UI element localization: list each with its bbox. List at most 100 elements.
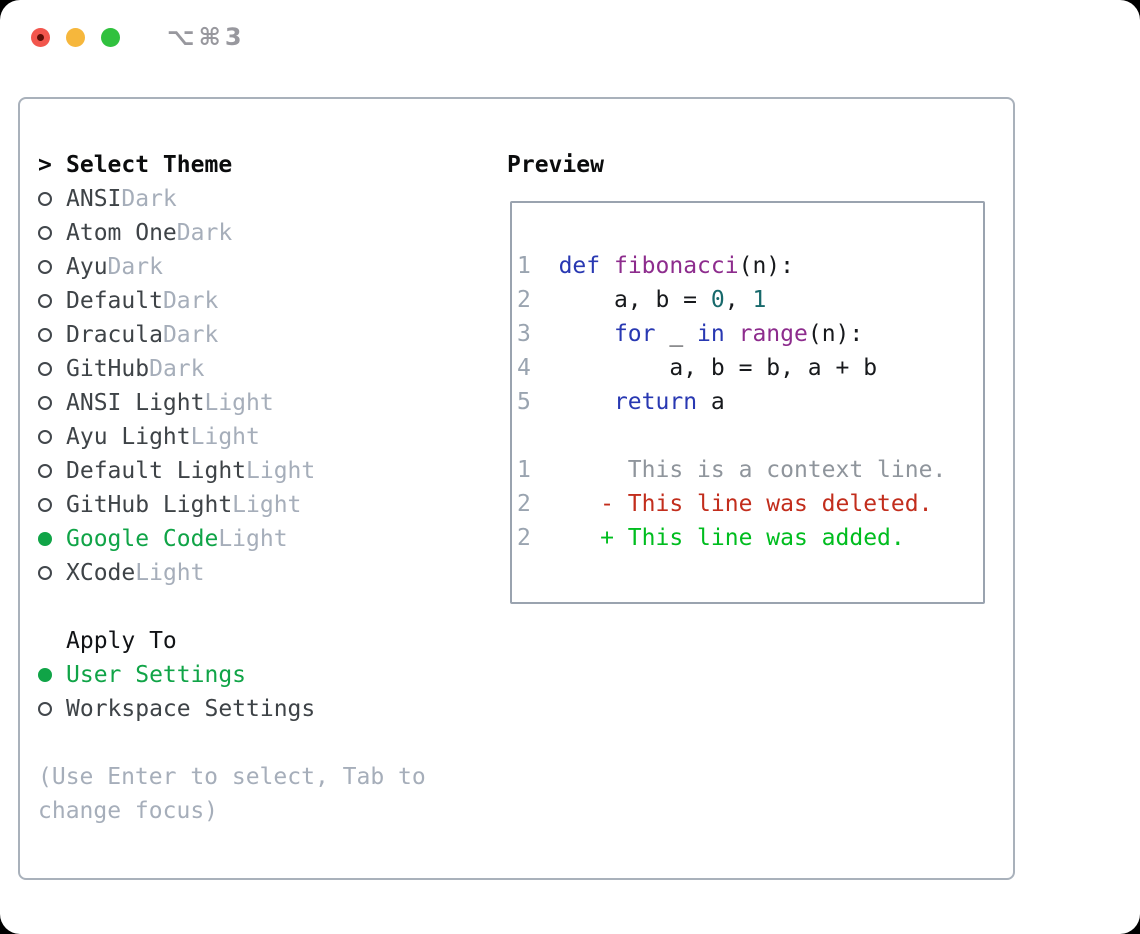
code-segment-plain: a, b = — [530, 287, 711, 313]
option-label: Ayu Light — [66, 424, 191, 450]
code-segment-lineno: 1 — [517, 457, 531, 483]
help-text-line1: (Use Enter to select, Tab to — [38, 760, 426, 794]
code-segment-plain — [531, 525, 600, 551]
code-segment-plain — [531, 389, 614, 415]
theme-list-title: Select Theme — [66, 152, 233, 178]
option-variant-label: Dark — [121, 186, 177, 212]
preview-line: 2 + This line was added. — [517, 521, 977, 555]
code-segment-plain — [531, 491, 600, 517]
theme-option-ayu-dark[interactable]: Ayu Dark — [38, 250, 426, 284]
theme-list-header: > Select Theme — [38, 148, 426, 182]
minimize-button[interactable] — [66, 28, 85, 47]
close-dot-icon — [37, 34, 44, 41]
option-label: XCode — [66, 560, 136, 586]
theme-option-google-code-light[interactable]: Google Code Light — [38, 522, 426, 556]
help-text-line2: change focus) — [38, 794, 426, 828]
option-variant-label: Light — [190, 424, 260, 450]
preview-line: 2 a, b = 0, 1 — [517, 283, 977, 317]
option-variant-label: Light — [232, 492, 302, 518]
radio-unselected-icon — [38, 294, 52, 308]
spacer-row — [38, 590, 426, 624]
code-segment-keyword: for — [613, 321, 656, 347]
apply-option-user-settings[interactable]: User Settings — [38, 658, 426, 692]
spacer-row — [38, 726, 426, 760]
code-segment-keyword: in — [697, 321, 725, 347]
help-text: (Use Enter to select, Tab to — [38, 764, 426, 790]
code-segment-plain: , — [724, 287, 753, 313]
option-label: Default — [66, 288, 163, 314]
preview-line: 4 a, b = b, a + b — [517, 351, 977, 385]
close-button[interactable] — [31, 28, 50, 47]
option-variant-label: Dark — [107, 254, 163, 280]
option-label: Atom One — [66, 220, 177, 246]
option-label: GitHub Light — [66, 492, 233, 518]
radio-selected-icon — [38, 532, 52, 546]
option-variant-label: Light — [246, 458, 316, 484]
theme-option-github-light-light[interactable]: GitHub Light Light — [38, 488, 426, 522]
theme-option-github-dark[interactable]: GitHub Dark — [38, 352, 426, 386]
option-variant-label: Dark — [149, 356, 205, 382]
theme-option-ansi-light-light[interactable]: ANSI Light Light — [38, 386, 426, 420]
option-label: Default Light — [66, 458, 247, 484]
apply-to-header: Apply To — [38, 624, 426, 658]
code-segment-lineno: 1 — [517, 253, 531, 279]
radio-unselected-icon — [38, 702, 52, 716]
radio-unselected-icon — [38, 464, 52, 478]
preview-blank-line — [517, 419, 977, 453]
option-variant-label: Dark — [162, 322, 219, 348]
option-label: ANSI — [66, 186, 122, 212]
preview-line: 1 def fibonacci(n): — [517, 249, 977, 283]
code-segment-plain — [600, 253, 614, 279]
radio-selected-icon — [38, 668, 52, 682]
theme-option-xcode-light[interactable]: XCode Light — [38, 556, 426, 590]
radio-unselected-icon — [38, 430, 52, 444]
option-label: ANSI Light — [66, 390, 205, 416]
radio-unselected-icon — [38, 498, 52, 512]
option-label: Ayu — [66, 254, 108, 280]
help-text: change focus) — [38, 798, 219, 824]
preview-line: 1 This is a context line. — [517, 453, 977, 487]
code-segment-lineno: 2 — [517, 287, 531, 313]
code-segment-plain: (n): — [738, 253, 794, 279]
code-segment-context: This is a context line. — [530, 457, 947, 483]
option-label: Google Code — [66, 526, 219, 552]
option-variant-label: Dark — [176, 220, 233, 246]
code-segment-function: range — [738, 321, 808, 347]
theme-option-ansi-dark[interactable]: ANSI Dark — [38, 182, 426, 216]
code-segment-plain: _ — [655, 321, 698, 347]
code-segment-lineno: 5 — [517, 389, 531, 415]
radio-unselected-icon — [38, 396, 52, 410]
apply-option-workspace-settings[interactable]: Workspace Settings — [38, 692, 426, 726]
zoom-button[interactable] — [101, 28, 120, 47]
preview-line: 5 return a — [517, 385, 977, 419]
code-segment-lineno: 4 — [517, 355, 531, 381]
code-segment-plain — [531, 253, 559, 279]
code-segment-function: fibonacci — [613, 253, 739, 279]
theme-option-default-light-light[interactable]: Default Light Light — [38, 454, 426, 488]
radio-unselected-icon — [38, 566, 52, 580]
theme-option-atom-one-dark[interactable]: Atom One Dark — [38, 216, 426, 250]
option-variant-label: Dark — [162, 288, 219, 314]
option-label: Workspace Settings — [66, 696, 316, 722]
radio-unselected-icon — [38, 192, 52, 206]
theme-option-default-dark[interactable]: Default Dark — [38, 284, 426, 318]
theme-option-dracula-dark[interactable]: Dracula Dark — [38, 318, 426, 352]
focus-cursor-icon: > — [38, 152, 52, 178]
radio-unselected-icon — [38, 328, 52, 342]
code-segment-plain: a — [697, 389, 725, 415]
theme-option-ayu-light-light[interactable]: Ayu Light Light — [38, 420, 426, 454]
code-segment-deleted: - This line was deleted. — [600, 491, 933, 517]
preview-title: Preview — [507, 152, 604, 178]
radio-unselected-icon — [38, 226, 52, 240]
preview-line: 2 - This line was deleted. — [517, 487, 977, 521]
option-variant-label: Light — [204, 390, 274, 416]
code-segment-plain: a, b = b, a + b — [530, 355, 878, 381]
preview-pane: Preview 1 def fibonacci(n):2 a, b = 0, 1… — [507, 148, 985, 604]
code-segment-keyword: def — [558, 253, 601, 279]
option-variant-label: Light — [135, 560, 205, 586]
